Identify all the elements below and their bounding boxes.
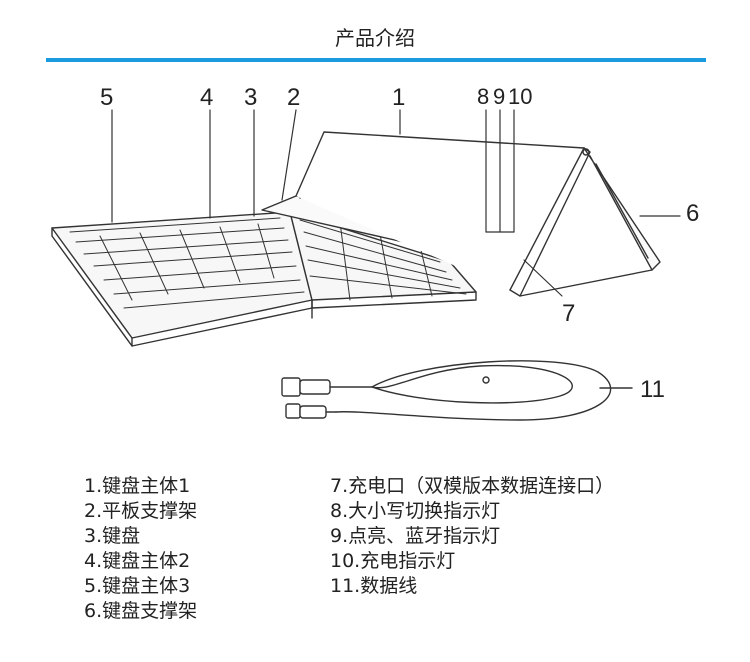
callout-1: 1 (392, 84, 406, 111)
legend-item: 9.点亮、蓝牙指示灯 (330, 525, 501, 547)
legend-right: 7.充电口（双模版本数据连接口） 8.大小写切换指示灯 9.点亮、蓝牙指示灯 1… (330, 474, 614, 599)
callout-9: 9 (493, 84, 506, 109)
title-underline (46, 58, 706, 62)
legend-item: 10.充电指示灯 (330, 550, 456, 572)
legend-item: 4.键盘主体2 (84, 550, 191, 572)
callout-5: 5 (100, 84, 114, 111)
legend-item: 6.键盘支撑架 (84, 600, 198, 622)
callout-10: 10 (508, 84, 533, 109)
callout-2: 2 (287, 84, 301, 111)
callout-8: 8 (477, 84, 490, 109)
usb-cable (281, 360, 633, 421)
callout-4: 4 (200, 84, 214, 111)
keyboard-left-body (51, 211, 313, 347)
keyboard-main-body-1 (295, 131, 591, 297)
callout-11: 11 (640, 376, 665, 403)
legend-item: 3.键盘 (84, 525, 141, 547)
callout-6: 6 (686, 200, 700, 227)
keys-right (299, 219, 467, 301)
legend-item: 2.平板支撑架 (84, 500, 198, 522)
keyboard-support-frame (519, 147, 661, 297)
legend-item: 1.键盘主体1 (84, 475, 191, 497)
leader-lines (111, 109, 681, 297)
keyboard-right-body (289, 211, 477, 319)
page-title: 产品介绍 (335, 26, 415, 50)
legend-left: 1.键盘主体1 2.平板支撑架 3.键盘 4.键盘主体2 5.键盘主体3 6.键… (84, 474, 197, 624)
keys-left (69, 217, 305, 309)
legend-item: 7.充电口（双模版本数据连接口） (330, 475, 615, 497)
callout-7: 7 (562, 300, 576, 327)
callout-3: 3 (244, 84, 258, 111)
legend-item: 5.键盘主体3 (84, 575, 191, 597)
legend-item: 8.大小写切换指示灯 (330, 500, 501, 522)
legend-item: 11.数据线 (330, 575, 418, 597)
